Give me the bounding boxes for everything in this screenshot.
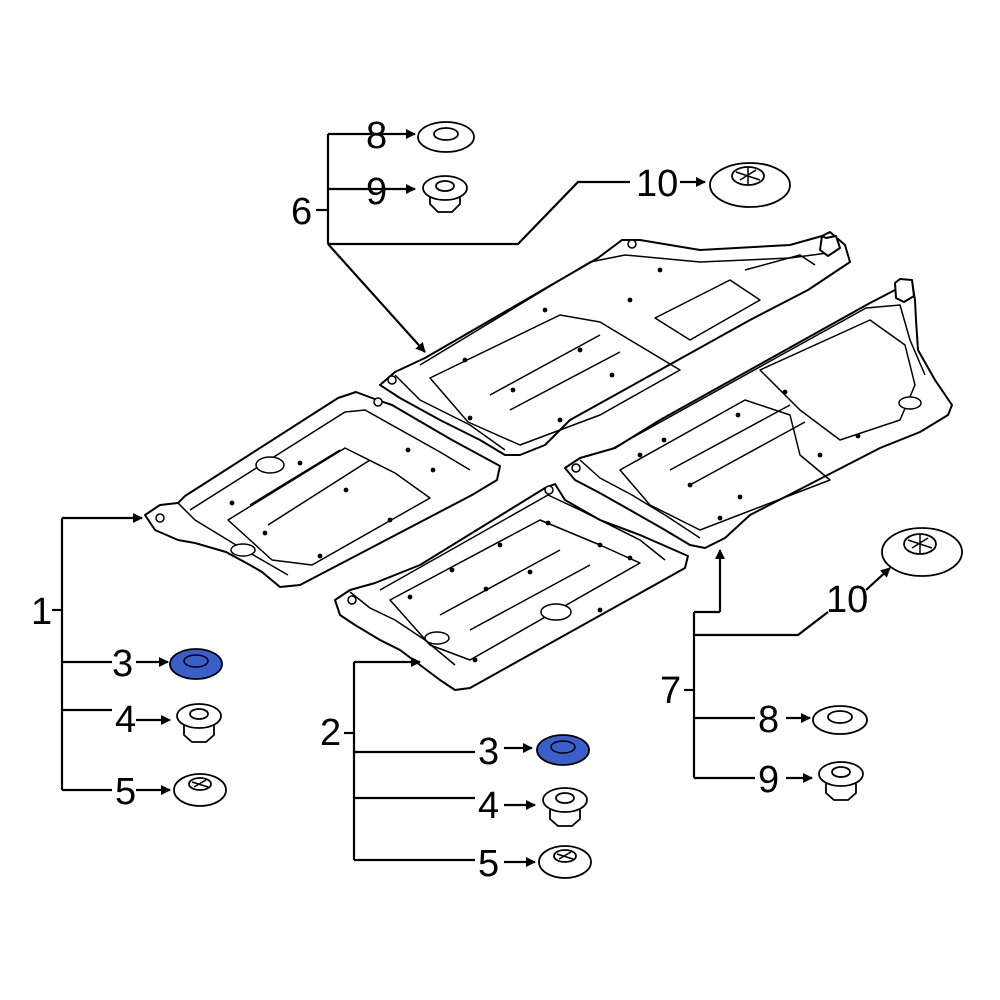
panel-part-1[interactable] (144, 391, 501, 588)
callout-4-left: 4 (115, 699, 136, 741)
washer-part-3-left[interactable] (169, 648, 223, 680)
callout-9-top: 9 (366, 171, 387, 213)
plug-part-5-left[interactable] (173, 773, 227, 807)
callout-10-right: 10 (826, 579, 868, 621)
callout-5-left: 5 (115, 771, 136, 813)
callout-8-top: 8 (366, 115, 387, 157)
callout-3-left: 3 (112, 643, 133, 685)
nut-part-4-left[interactable] (176, 703, 222, 743)
plug-part-10-top[interactable] (709, 162, 791, 208)
panel-part-6[interactable] (379, 231, 851, 456)
panel-part-7[interactable] (564, 278, 953, 549)
leader-lines (52, 129, 891, 867)
grommet-part-8-right[interactable] (812, 705, 868, 735)
callout-3-center: 3 (478, 731, 499, 773)
nut-part-9-top[interactable] (422, 175, 468, 213)
callout-10-top: 10 (636, 163, 678, 205)
callout-8-right: 8 (758, 699, 779, 741)
washer-part-3-center[interactable] (536, 734, 590, 766)
grommet-part-8-top[interactable] (417, 121, 475, 153)
callout-7: 7 (660, 670, 681, 712)
callout-5-center: 5 (478, 843, 499, 885)
plug-part-10-right[interactable] (881, 527, 963, 577)
callout-9-right: 9 (758, 759, 779, 801)
nut-part-4-center[interactable] (542, 787, 588, 827)
callout-6: 6 (291, 191, 312, 233)
nut-part-9-right[interactable] (818, 761, 864, 801)
plug-part-5-center[interactable] (538, 845, 592, 879)
callout-2: 2 (320, 712, 341, 754)
panel-part-2[interactable] (334, 483, 689, 691)
callout-4-center: 4 (478, 785, 499, 827)
callout-1: 1 (31, 591, 52, 633)
